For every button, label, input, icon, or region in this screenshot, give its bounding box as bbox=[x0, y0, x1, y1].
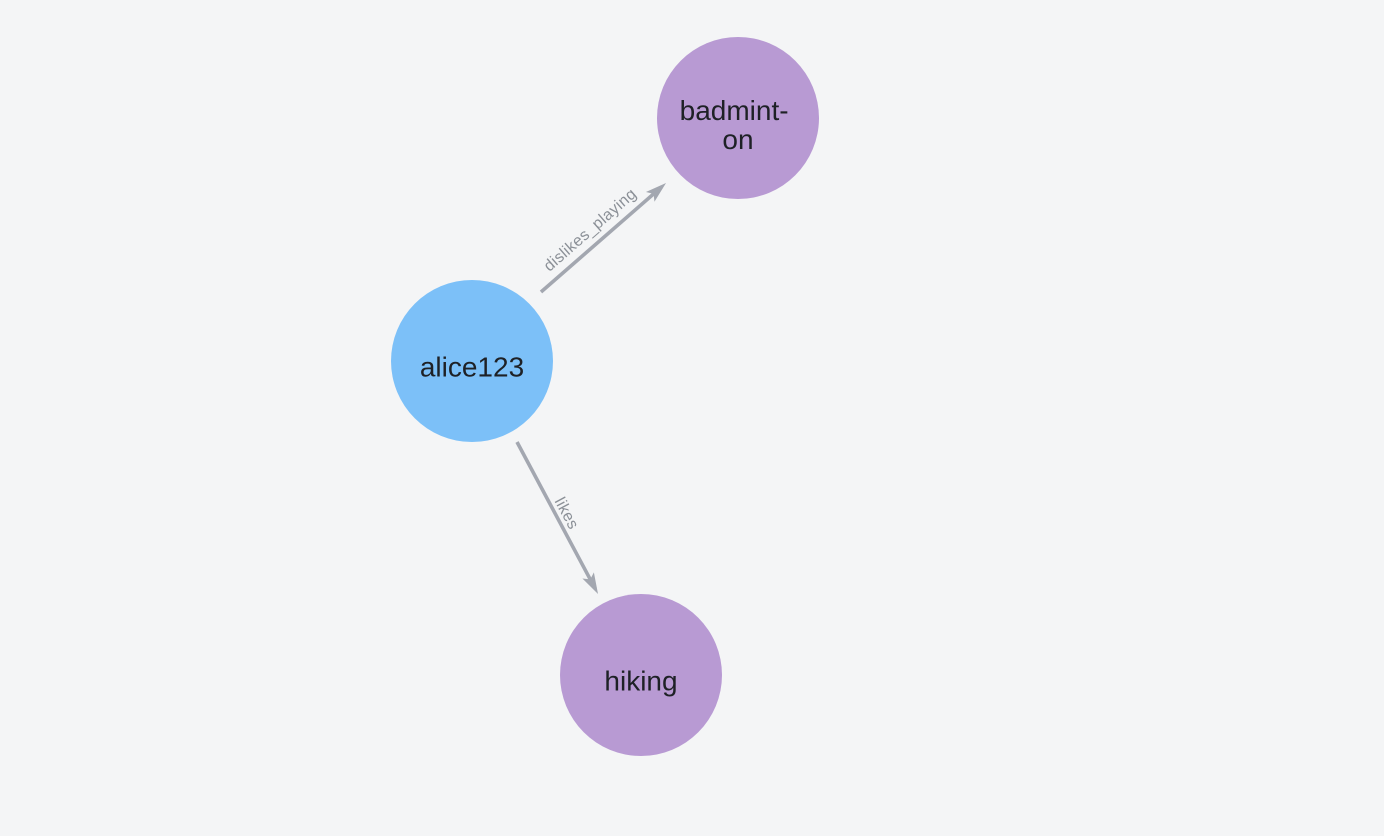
edge-likes: likes bbox=[515, 441, 599, 594]
node-badminton: badmint- on bbox=[657, 37, 819, 199]
edge-label-dislikes-playing: dislikes_playing bbox=[541, 186, 640, 276]
node-hiking: hiking bbox=[560, 594, 722, 756]
node-circle-badminton[interactable] bbox=[657, 37, 819, 199]
node-circle-alice123[interactable] bbox=[391, 280, 553, 442]
edge-dislikes-playing: dislikes_playing bbox=[539, 183, 667, 294]
node-circle-hiking[interactable] bbox=[560, 594, 722, 756]
node-alice123: alice123 bbox=[391, 280, 553, 442]
edge-line-dislikes-playing[interactable] bbox=[539, 183, 667, 294]
edge-line-likes[interactable] bbox=[515, 441, 599, 594]
